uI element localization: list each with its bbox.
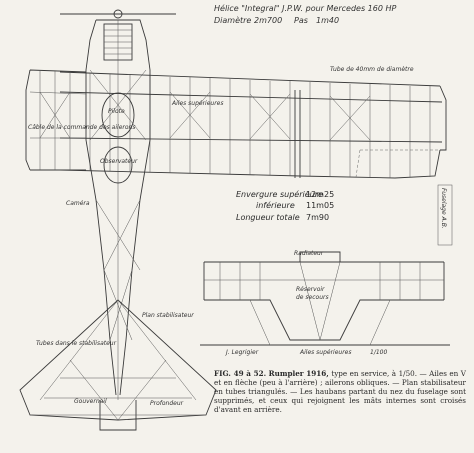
radiator-label: Radiateur	[294, 250, 324, 257]
stabilizer-note: Tubes dans le stabilisateur	[36, 340, 117, 347]
wing-section-label: Ailes supérieures	[300, 349, 352, 356]
caption-body: type en service, à 1/50. — Ailes en V et…	[214, 369, 466, 414]
scale-note: 1/100	[370, 349, 388, 356]
observer-label: Observateur	[100, 158, 138, 165]
spec-row: inférieure 11m05	[236, 201, 334, 210]
cable-aileron-label: Câble de la commande des ailerons	[28, 124, 136, 131]
side-label-box	[437, 184, 453, 246]
left-wing-portion	[25, 69, 87, 171]
fuselage-plan	[60, 9, 176, 400]
pitch-label: Pas	[294, 16, 308, 25]
signature: J. Legrigier	[226, 349, 259, 356]
upper-wing	[59, 71, 447, 179]
rudder-note: Gouvernail	[74, 398, 107, 405]
spec-value: 12m25	[306, 190, 335, 199]
propeller-spec: Hélice "Integral" J.P.W. pour Mercedes 1…	[214, 4, 397, 13]
pitch-value: 1m40	[316, 16, 340, 25]
spec-value: 11m05	[306, 201, 335, 210]
spec-row: Longueur totale 7m90	[236, 213, 329, 222]
caption-title: Rumpler 1916,	[268, 369, 329, 378]
side-label: Fuselage A.B.	[440, 188, 447, 229]
diameter-label: Diamètre	[214, 16, 252, 25]
front-elevation	[200, 251, 450, 346]
caption-fig: FIG. 49 à 52.	[214, 369, 267, 378]
reservoir-label: Réservoir	[296, 286, 325, 293]
tail-stabilizer	[19, 299, 217, 431]
pilot-label: Pilote	[108, 108, 125, 115]
reservoir-sub-label: de secours	[296, 294, 329, 301]
diameter-value: 2m700	[254, 16, 283, 25]
spec-label: Envergure supérieure	[236, 190, 323, 199]
spec-row: Envergure supérieure 12m25	[236, 190, 334, 199]
taper-wing-label: Tube de 40mm de diamètre	[330, 66, 414, 73]
upper-wing-label: Ailes supérieures	[172, 100, 224, 107]
stabilizer-label: Plan stabilisateur	[142, 312, 194, 319]
spec-label: inférieure	[256, 201, 295, 210]
figure-caption: FIG. 49 à 52. Rumpler 1916, type en serv…	[214, 369, 466, 414]
spec-label: Longueur totale	[236, 213, 300, 222]
elevator-label: Profondeur	[150, 400, 184, 407]
camera-label: Caméra	[66, 200, 90, 207]
spec-value: 7m90	[306, 213, 330, 222]
